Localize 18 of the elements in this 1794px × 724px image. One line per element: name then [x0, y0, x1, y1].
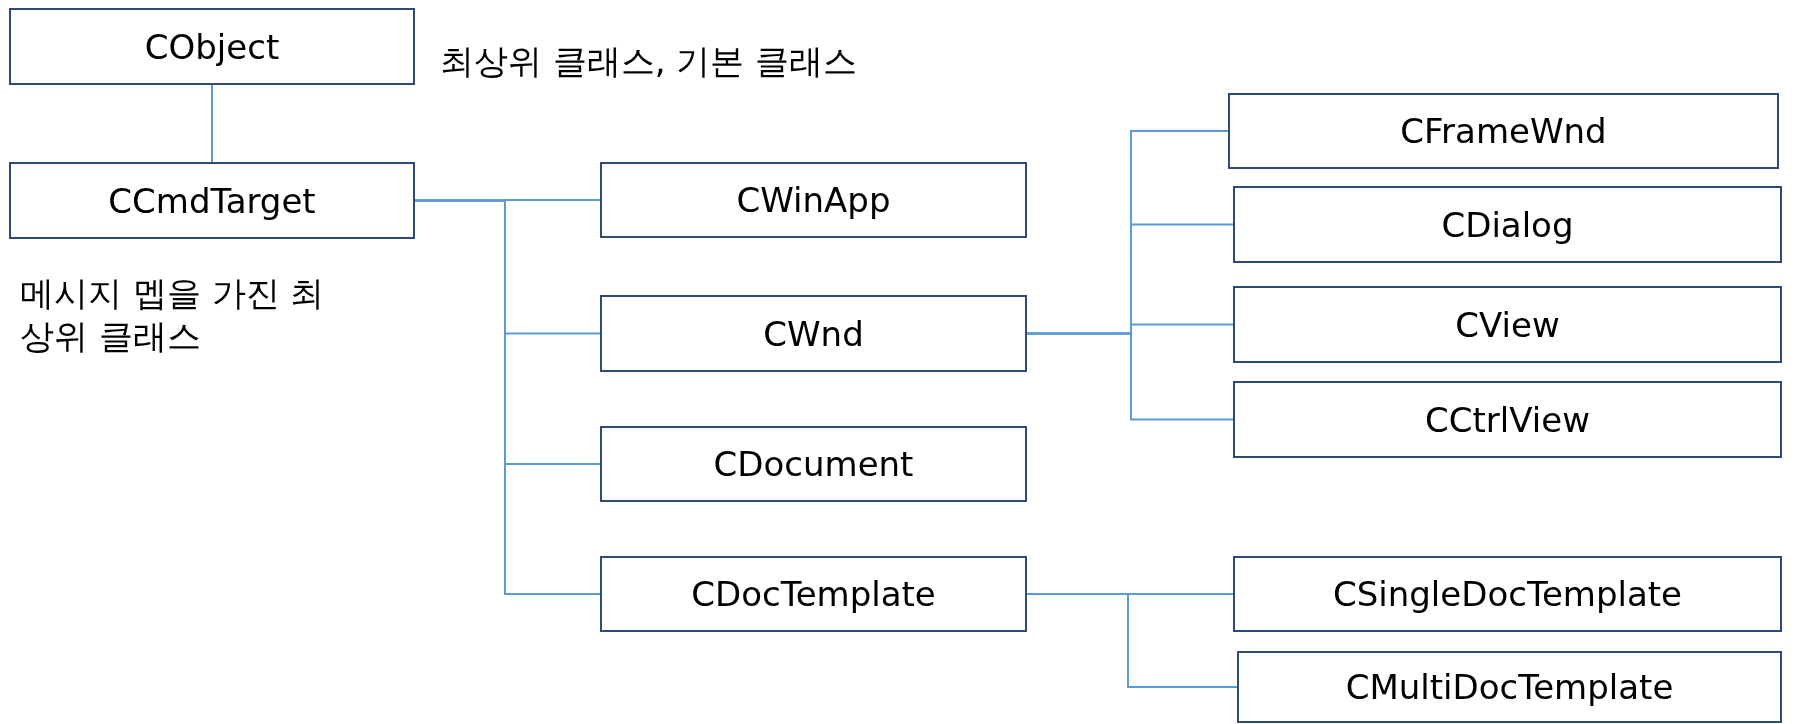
- class-box: CWinApp: [600, 162, 1027, 238]
- class-box: CSingleDocTemplate: [1233, 556, 1782, 632]
- class-box: CWnd: [600, 295, 1027, 372]
- class-box: CDocument: [600, 426, 1027, 502]
- class-box: CMultiDocTemplate: [1237, 651, 1782, 723]
- connector-line: [1026, 332, 1234, 421]
- connector-line: [1026, 593, 1238, 688]
- class-box: CView: [1233, 286, 1782, 363]
- connector-line: [414, 199, 601, 595]
- class-box: CFrameWnd: [1228, 93, 1779, 169]
- description-text: 메시지 멥을 가진 최상위 클래스: [20, 272, 326, 357]
- connector-line: [211, 84, 213, 163]
- class-box: CCmdTarget: [9, 162, 415, 239]
- description-text: 최상위 클래스, 기본 클래스: [440, 40, 858, 83]
- class-box: CCtrlView: [1233, 381, 1782, 458]
- class-box: CDocTemplate: [600, 556, 1027, 632]
- class-box: CObject: [9, 8, 415, 85]
- class-box: CDialog: [1233, 186, 1782, 263]
